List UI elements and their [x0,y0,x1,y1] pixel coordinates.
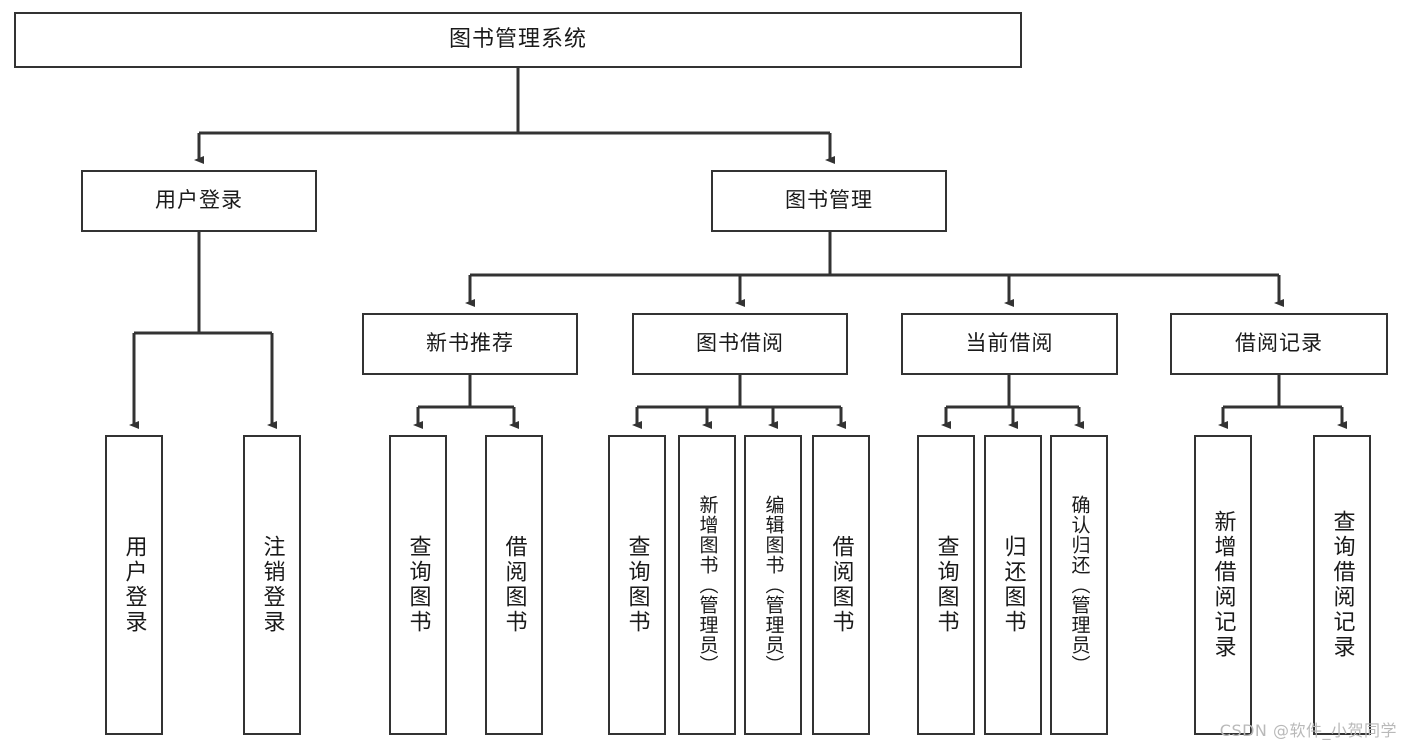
node-leaf-user-logout[interactable]: 注销登录 [243,435,301,735]
node-leaf-query-borrow-record[interactable]: 查询借阅记录 [1313,435,1371,735]
node-leaf-borrow-book-bb[interactable]: 借阅图书 [812,435,870,735]
node-leaf-edit-book-admin[interactable]: 编辑图书（管理员） [744,435,802,735]
node-current-borrow[interactable]: 当前借阅 [901,313,1118,375]
node-user-login[interactable]: 用户登录 [81,170,317,232]
node-leaf-query-book-bb[interactable]: 查询图书 [608,435,666,735]
node-leaf-borrow-book-nbr[interactable]: 借阅图书 [485,435,543,735]
node-leaf-query-book-cb[interactable]: 查询图书 [917,435,975,735]
node-leaf-query-book-nbr[interactable]: 查询图书 [389,435,447,735]
node-leaf-confirm-return-admin[interactable]: 确认归还（管理员） [1050,435,1108,735]
node-root-system[interactable]: 图书管理系统 [14,12,1022,68]
node-new-book-recommend[interactable]: 新书推荐 [362,313,578,375]
csdn-watermark: CSDN @软件_小贺同学 [1219,721,1397,740]
node-book-borrow[interactable]: 图书借阅 [632,313,848,375]
node-leaf-add-borrow-record[interactable]: 新增借阅记录 [1194,435,1252,735]
node-borrow-record[interactable]: 借阅记录 [1170,313,1388,375]
node-leaf-user-login[interactable]: 用户登录 [105,435,163,735]
node-book-management[interactable]: 图书管理 [711,170,947,232]
node-leaf-add-book-admin[interactable]: 新增图书（管理员） [678,435,736,735]
node-leaf-return-book[interactable]: 归还图书 [984,435,1042,735]
